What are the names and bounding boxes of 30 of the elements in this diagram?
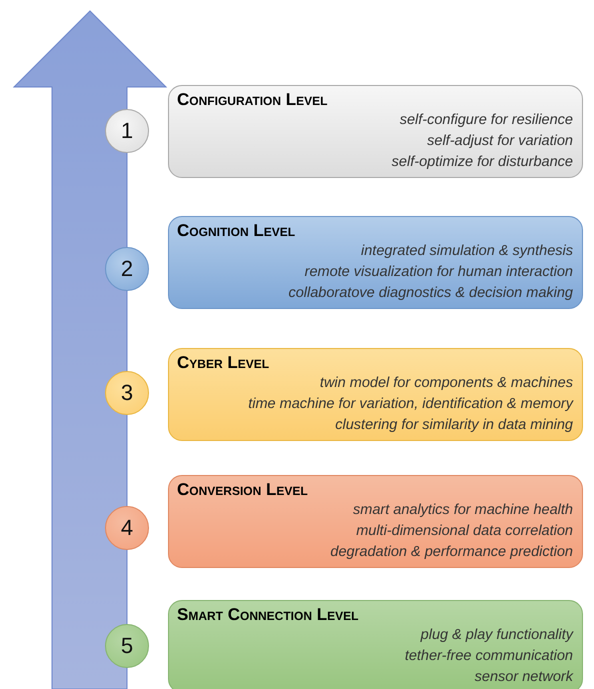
- capability-text: degradation & performance prediction: [329, 543, 573, 562]
- number-circle: 3: [105, 371, 149, 415]
- level-box: [168, 216, 583, 309]
- level-box: [168, 348, 583, 441]
- level-box: [168, 85, 583, 178]
- capability-text: tether-free communication: [404, 647, 573, 666]
- number-circle: 4: [105, 506, 149, 550]
- level-title: Cognition Level: [177, 221, 296, 241]
- capability-text: plug & play functionality: [419, 626, 573, 645]
- level-box: [168, 600, 583, 689]
- capability-text: remote visualization for human interaction: [304, 263, 573, 282]
- capability-text: twin model for components & machines: [318, 374, 573, 393]
- capability-text: clustering for similarity in data mining: [334, 416, 573, 435]
- number-circle: 5: [105, 624, 149, 668]
- capability-text: collaboratove diagnostics & decision making: [287, 284, 573, 303]
- capability-text: self-configure for resilience: [398, 111, 573, 130]
- capability-text: integrated simulation & synthesis: [360, 242, 573, 261]
- number-circle: 2: [105, 247, 149, 291]
- level-title: Configuration Level: [177, 90, 328, 110]
- level-title: Conversion Level: [177, 480, 309, 500]
- capability-text: sensor network: [474, 668, 573, 687]
- capability-text: smart analytics for machine health: [352, 501, 573, 520]
- capability-text: multi-dimensional data correlation: [355, 522, 573, 541]
- level-title: Smart Connection Level: [177, 605, 360, 625]
- level-title: Cyber Level: [177, 353, 270, 373]
- number-circle: 1: [105, 109, 149, 153]
- capability-text: time machine for variation, identification & memory: [247, 395, 573, 414]
- level-box: [168, 475, 583, 568]
- capability-text: self-adjust for variation: [426, 132, 573, 151]
- capability-text: self-optimize for disturbance: [390, 153, 573, 172]
